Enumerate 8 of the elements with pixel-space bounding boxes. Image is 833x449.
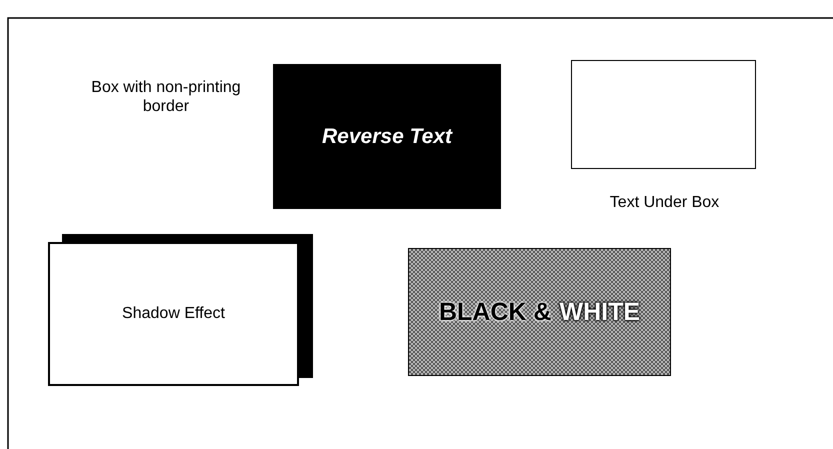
box-label: BLACK & <box>438 297 552 327</box>
box-label: Reverse Text <box>322 124 452 150</box>
box-label: Shadow Effect <box>122 304 225 324</box>
reverse-box <box>273 64 501 209</box>
box-label: WHITE <box>559 297 640 327</box>
checkered-box <box>408 248 671 376</box>
box-caption: Text Under Box <box>608 193 720 212</box>
box-label: Box with non-printing border <box>90 78 242 116</box>
